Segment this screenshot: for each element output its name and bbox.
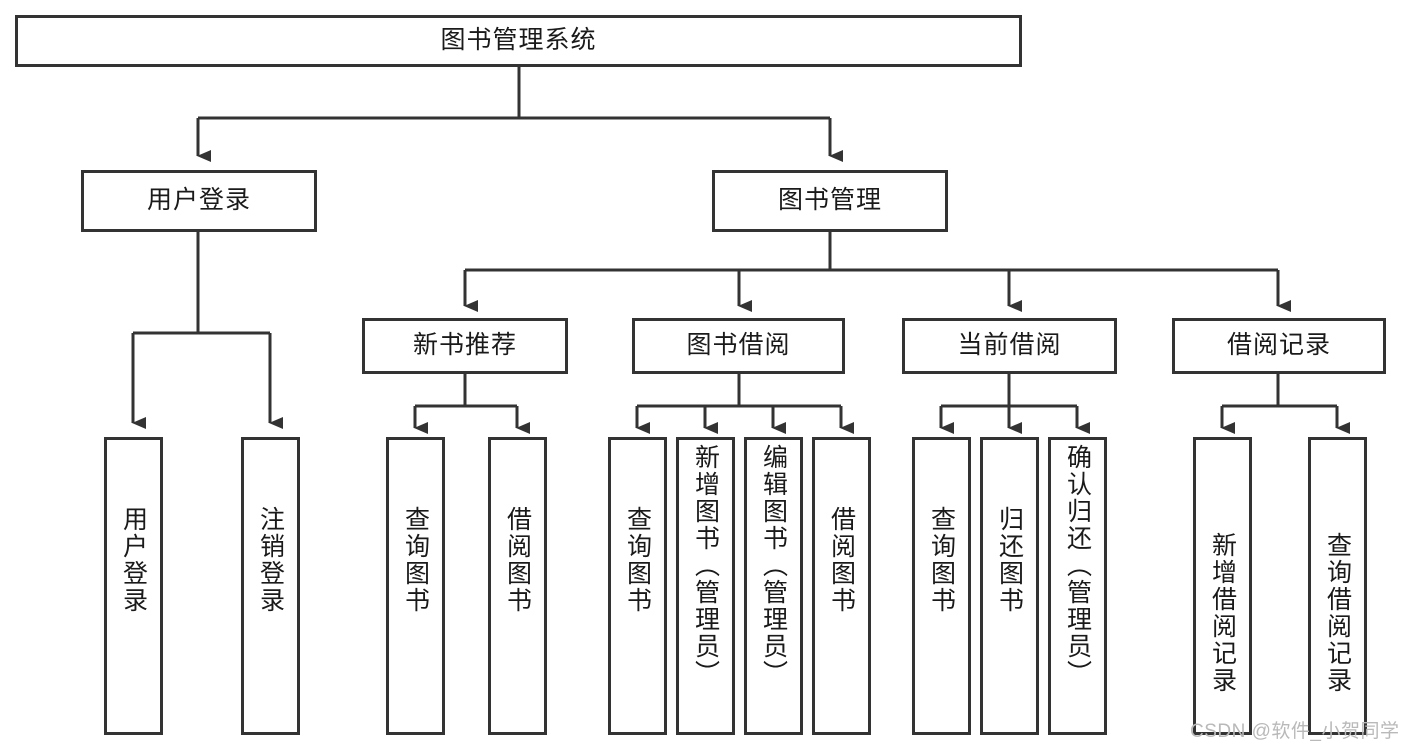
node-label: 新增借阅记录 bbox=[1208, 532, 1237, 694]
node-root-system[interactable]: 图书管理系统 bbox=[15, 15, 1022, 67]
node-borrow-record[interactable]: 借阅记录 bbox=[1172, 318, 1386, 374]
node-label: 归还图书 bbox=[995, 506, 1024, 614]
node-label: 用户登录 bbox=[119, 506, 148, 614]
leaf-add-book-admin[interactable]: 新增图书（管理员） bbox=[676, 437, 735, 735]
leaf-query-book-current[interactable]: 查询图书 bbox=[912, 437, 971, 735]
node-label: 查询借阅记录 bbox=[1323, 532, 1352, 694]
node-label: 查询图书 bbox=[401, 506, 430, 614]
node-label: 注销登录 bbox=[256, 506, 285, 614]
node-label: 新增图书（管理员） bbox=[691, 444, 720, 687]
leaf-user-login[interactable]: 用户登录 bbox=[104, 437, 163, 735]
node-label: 借阅记录 bbox=[1226, 331, 1331, 360]
leaf-query-borrow-record[interactable]: 查询借阅记录 bbox=[1308, 437, 1367, 735]
leaf-return-book[interactable]: 归还图书 bbox=[980, 437, 1039, 735]
leaf-query-book-borrow[interactable]: 查询图书 bbox=[608, 437, 667, 735]
node-current-borrow[interactable]: 当前借阅 bbox=[902, 318, 1117, 374]
csdn-watermark: CSDN @软件_小贺同学 bbox=[1190, 721, 1400, 742]
node-label: 确认归还（管理员） bbox=[1063, 444, 1092, 687]
node-book-management[interactable]: 图书管理 bbox=[712, 170, 948, 232]
leaf-add-borrow-record[interactable]: 新增借阅记录 bbox=[1193, 437, 1252, 735]
node-label: 当前借阅 bbox=[957, 331, 1062, 360]
node-label: 图书借阅 bbox=[686, 331, 791, 360]
node-label: 借阅图书 bbox=[827, 506, 856, 614]
leaf-logout-login[interactable]: 注销登录 bbox=[241, 437, 300, 735]
leaf-confirm-return-admin[interactable]: 确认归还（管理员） bbox=[1048, 437, 1107, 735]
node-new-book-recommend[interactable]: 新书推荐 bbox=[362, 318, 568, 374]
node-label: 查询图书 bbox=[623, 506, 652, 614]
node-label: 借阅图书 bbox=[503, 506, 532, 614]
leaf-edit-book-admin[interactable]: 编辑图书（管理员） bbox=[744, 437, 803, 735]
node-label: 图书管理系统 bbox=[440, 26, 597, 55]
leaf-query-book-new[interactable]: 查询图书 bbox=[386, 437, 445, 735]
leaf-borrow-book-new[interactable]: 借阅图书 bbox=[488, 437, 547, 735]
node-label: 新书推荐 bbox=[412, 331, 517, 360]
node-user-login[interactable]: 用户登录 bbox=[81, 170, 317, 232]
node-book-borrow[interactable]: 图书借阅 bbox=[632, 318, 845, 374]
node-label: 用户登录 bbox=[146, 186, 251, 215]
node-label: 查询图书 bbox=[927, 506, 956, 614]
leaf-borrow-book[interactable]: 借阅图书 bbox=[812, 437, 871, 735]
node-label: 编辑图书（管理员） bbox=[759, 444, 788, 687]
node-label: 图书管理 bbox=[777, 186, 882, 215]
